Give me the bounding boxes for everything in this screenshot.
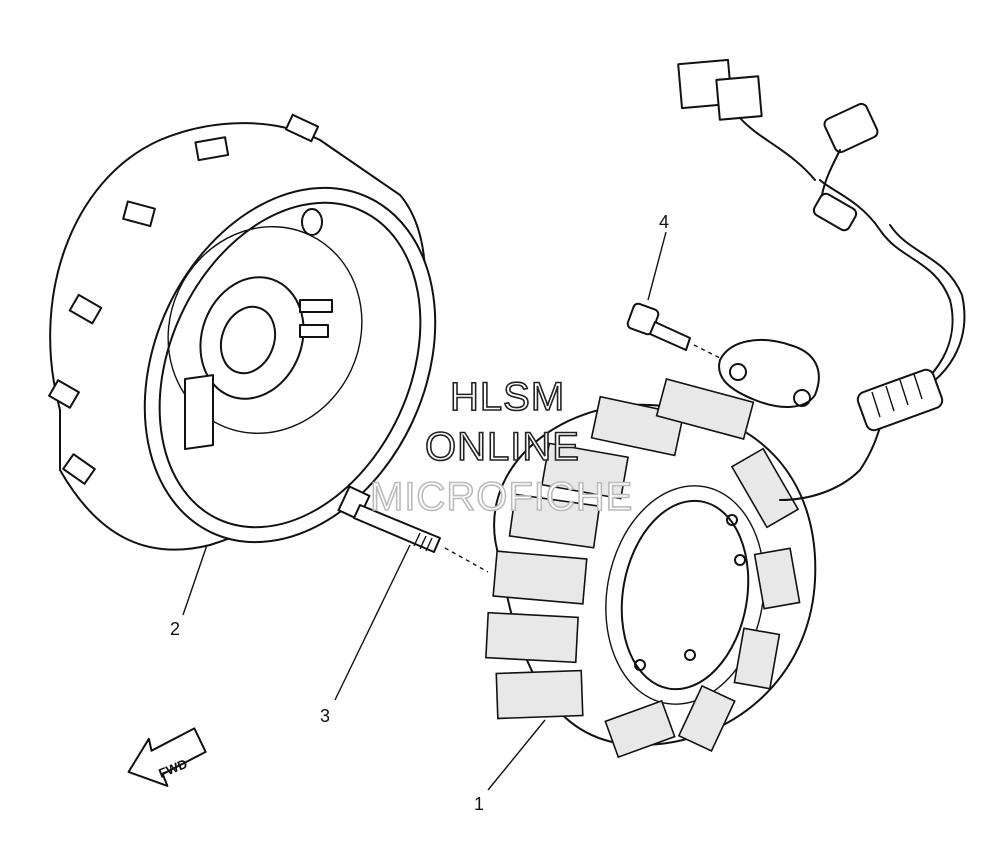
screw-part-4 [626,302,721,359]
watermark-line-3: MICROFICHE [370,475,633,519]
bolt-part-3 [337,485,489,573]
callout-1: 1 [474,794,484,814]
callout-3: 3 [320,706,330,726]
watermark-line-2: ONLINE [425,425,580,469]
callout-2: 2 [170,619,180,639]
stator-assembly [485,58,966,759]
watermark-line-1: HLSM [450,375,565,419]
forward-direction-arrow: FWD [127,727,207,787]
leader-line-2 [182,544,208,616]
callout-4: 4 [659,212,669,232]
flywheel-rotor [48,113,437,551]
leader-line-4 [647,231,667,301]
watermark: HLSM ONLINE MICROFICHE [369,374,633,520]
leader-line-1 [487,719,546,791]
leader-line-3 [334,544,411,701]
